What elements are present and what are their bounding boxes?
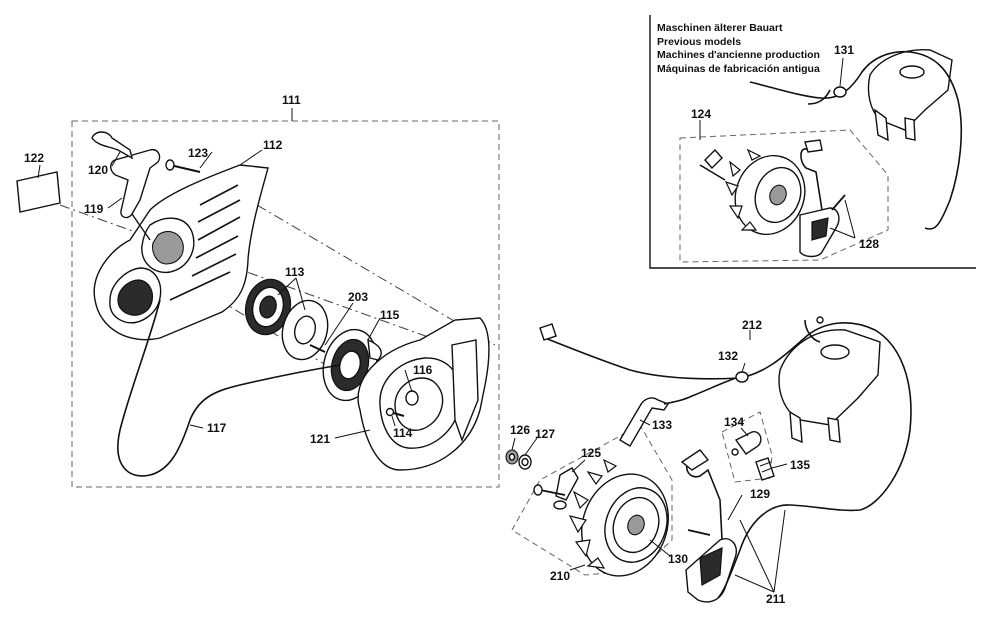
decal-122: [16, 171, 61, 213]
callout-126: 126: [510, 423, 530, 437]
callout-131: 131: [834, 43, 854, 57]
callout-125: 125: [581, 446, 601, 460]
pawl-125: [533, 467, 579, 510]
spark-plug-boot-134: [731, 431, 762, 456]
callout-210: 210: [550, 569, 570, 583]
flywheel-130: [568, 458, 669, 577]
callout-134: 134: [724, 415, 744, 429]
callout-128: 128: [859, 237, 879, 251]
callout-111: 111: [282, 93, 301, 107]
screw-123: [165, 159, 201, 173]
previous-models-note: Maschinen älterer Bauart Previous models…: [657, 22, 820, 76]
spark-plug-box-134: [721, 411, 773, 483]
callout-119: 119: [84, 202, 104, 216]
note-line-en: Previous models: [657, 35, 742, 48]
screw-114: [385, 407, 405, 417]
callout-120: 120: [88, 163, 108, 177]
note-line-de: Maschinen älterer Bauart: [657, 22, 783, 34]
ignition-cable-211: [544, 322, 912, 599]
callout-115: 115: [380, 308, 400, 322]
grommet-132: [735, 371, 749, 383]
callout-203: 203: [348, 290, 368, 304]
callout-130: 130: [668, 552, 688, 566]
callout-124: 124: [691, 107, 711, 121]
callout-135: 135: [790, 458, 810, 472]
leader-lines: [37, 57, 856, 593]
pawl-116: [405, 390, 419, 406]
ignition-wire-old: [749, 50, 963, 230]
screw-old-128: [831, 194, 846, 211]
callout-112: 112: [263, 138, 283, 152]
wire-clip-212: [816, 316, 824, 324]
wire-end-212: [539, 323, 557, 341]
short-circuit-wire-old: [807, 89, 831, 105]
flywheel-assembly-box-210: [511, 424, 673, 576]
spring-cover: [281, 299, 329, 361]
starter-rope-117: [117, 299, 341, 477]
callout-127: 127: [535, 427, 555, 441]
callout-129: 129: [750, 487, 770, 501]
short-circuit-lead-133: [619, 375, 743, 447]
screw-203: [309, 344, 326, 353]
callout-211: 211: [766, 592, 786, 606]
callout-123: 123: [188, 146, 208, 160]
spark-plug-135: [755, 457, 775, 481]
air-guide-old: [867, 49, 953, 142]
flywheel-old: [699, 148, 806, 236]
starter-handle-119: [110, 148, 161, 241]
callout-116: 116: [413, 363, 433, 377]
ignition-module-129: [680, 449, 737, 603]
callout-133: 133: [652, 418, 672, 432]
nut-126: [505, 449, 519, 465]
assembly-axis-1: [59, 204, 471, 353]
grommet-old: [833, 86, 847, 98]
starter-assembly-box: [71, 120, 500, 488]
ignition-module-old-128: [799, 139, 840, 258]
air-guide-211: [778, 329, 881, 444]
callout-121: 121: [310, 432, 330, 446]
assembly-axis-2: [239, 194, 496, 346]
note-line-es: Máquinas de fabricación antigua: [657, 62, 820, 75]
note-line-fr: Machines d'ancienne production: [657, 49, 820, 61]
callout-132: 132: [718, 349, 738, 363]
starter-cover-121: [357, 317, 490, 471]
callout-114: 114: [393, 426, 413, 440]
washer-127: [518, 454, 532, 470]
screw-129: [687, 529, 711, 536]
callout-212: 212: [742, 318, 762, 332]
clip-120: [91, 131, 134, 160]
callout-122: 122: [24, 151, 44, 165]
short-circuit-wire: [804, 319, 821, 343]
previous-models-frame: [649, 15, 976, 269]
callout-117: 117: [207, 421, 227, 435]
flywheel-assembly-box-124: [679, 129, 889, 263]
callout-113: 113: [285, 265, 305, 279]
fan-housing-112: [93, 164, 269, 341]
